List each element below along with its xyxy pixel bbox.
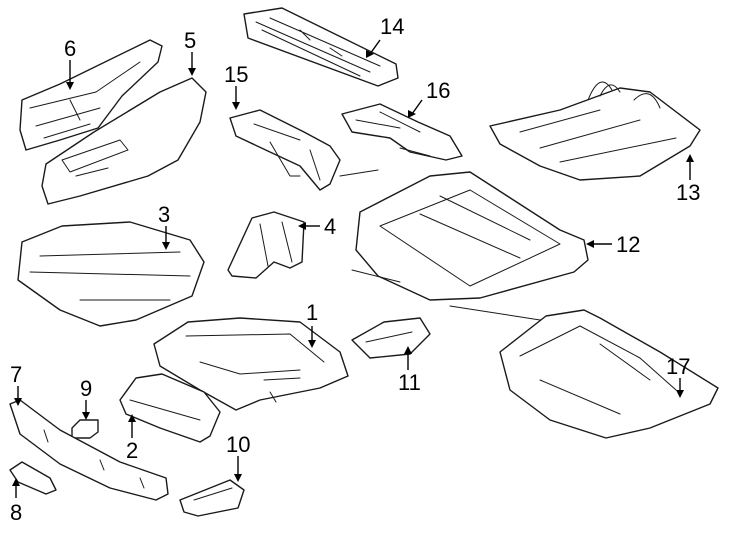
- part-16-bracket: [341, 103, 463, 161]
- part-9-small-clip: [71, 419, 99, 439]
- callout-12: 12: [616, 232, 640, 257]
- part-4-side-cover: [227, 211, 305, 279]
- callout-leaders: [12, 39, 694, 498]
- part-13-spring-mat: [489, 81, 701, 181]
- part-15-bracket: [229, 109, 379, 191]
- part-5-backrest-trim: [41, 77, 207, 205]
- callout-11: 11: [398, 370, 421, 395]
- callout-15: 15: [224, 62, 248, 87]
- part-7-trim-strip: [9, 399, 169, 501]
- callout-9: 9: [80, 376, 92, 401]
- part-10-cover: [179, 479, 245, 517]
- part-3-seat-cushion: [17, 221, 205, 327]
- callout-3: 3: [158, 202, 170, 227]
- part-12-seat-frame: [351, 171, 589, 321]
- callout-17: 17: [666, 354, 690, 379]
- callout-4: 4: [324, 214, 336, 239]
- part-2-cushion-pad: [119, 373, 221, 443]
- part-17-seat-pan: [499, 309, 719, 439]
- part-6-side-trim: [19, 39, 163, 151]
- callout-2: 2: [126, 438, 138, 463]
- callout-6: 6: [64, 36, 76, 61]
- part-1-seat-shell: [153, 317, 349, 411]
- part-14-upper-panel: [243, 7, 399, 87]
- part-11-clip: [351, 317, 431, 359]
- callout-14: 14: [380, 14, 404, 39]
- callout-5: 5: [184, 28, 196, 53]
- callout-8: 8: [10, 500, 22, 525]
- callout-13: 13: [676, 180, 700, 205]
- callout-1: 1: [306, 300, 318, 325]
- part-8-cover-cap: [9, 461, 57, 495]
- callout-16: 16: [426, 78, 450, 103]
- callout-10: 10: [226, 432, 250, 457]
- callout-7: 7: [10, 362, 22, 387]
